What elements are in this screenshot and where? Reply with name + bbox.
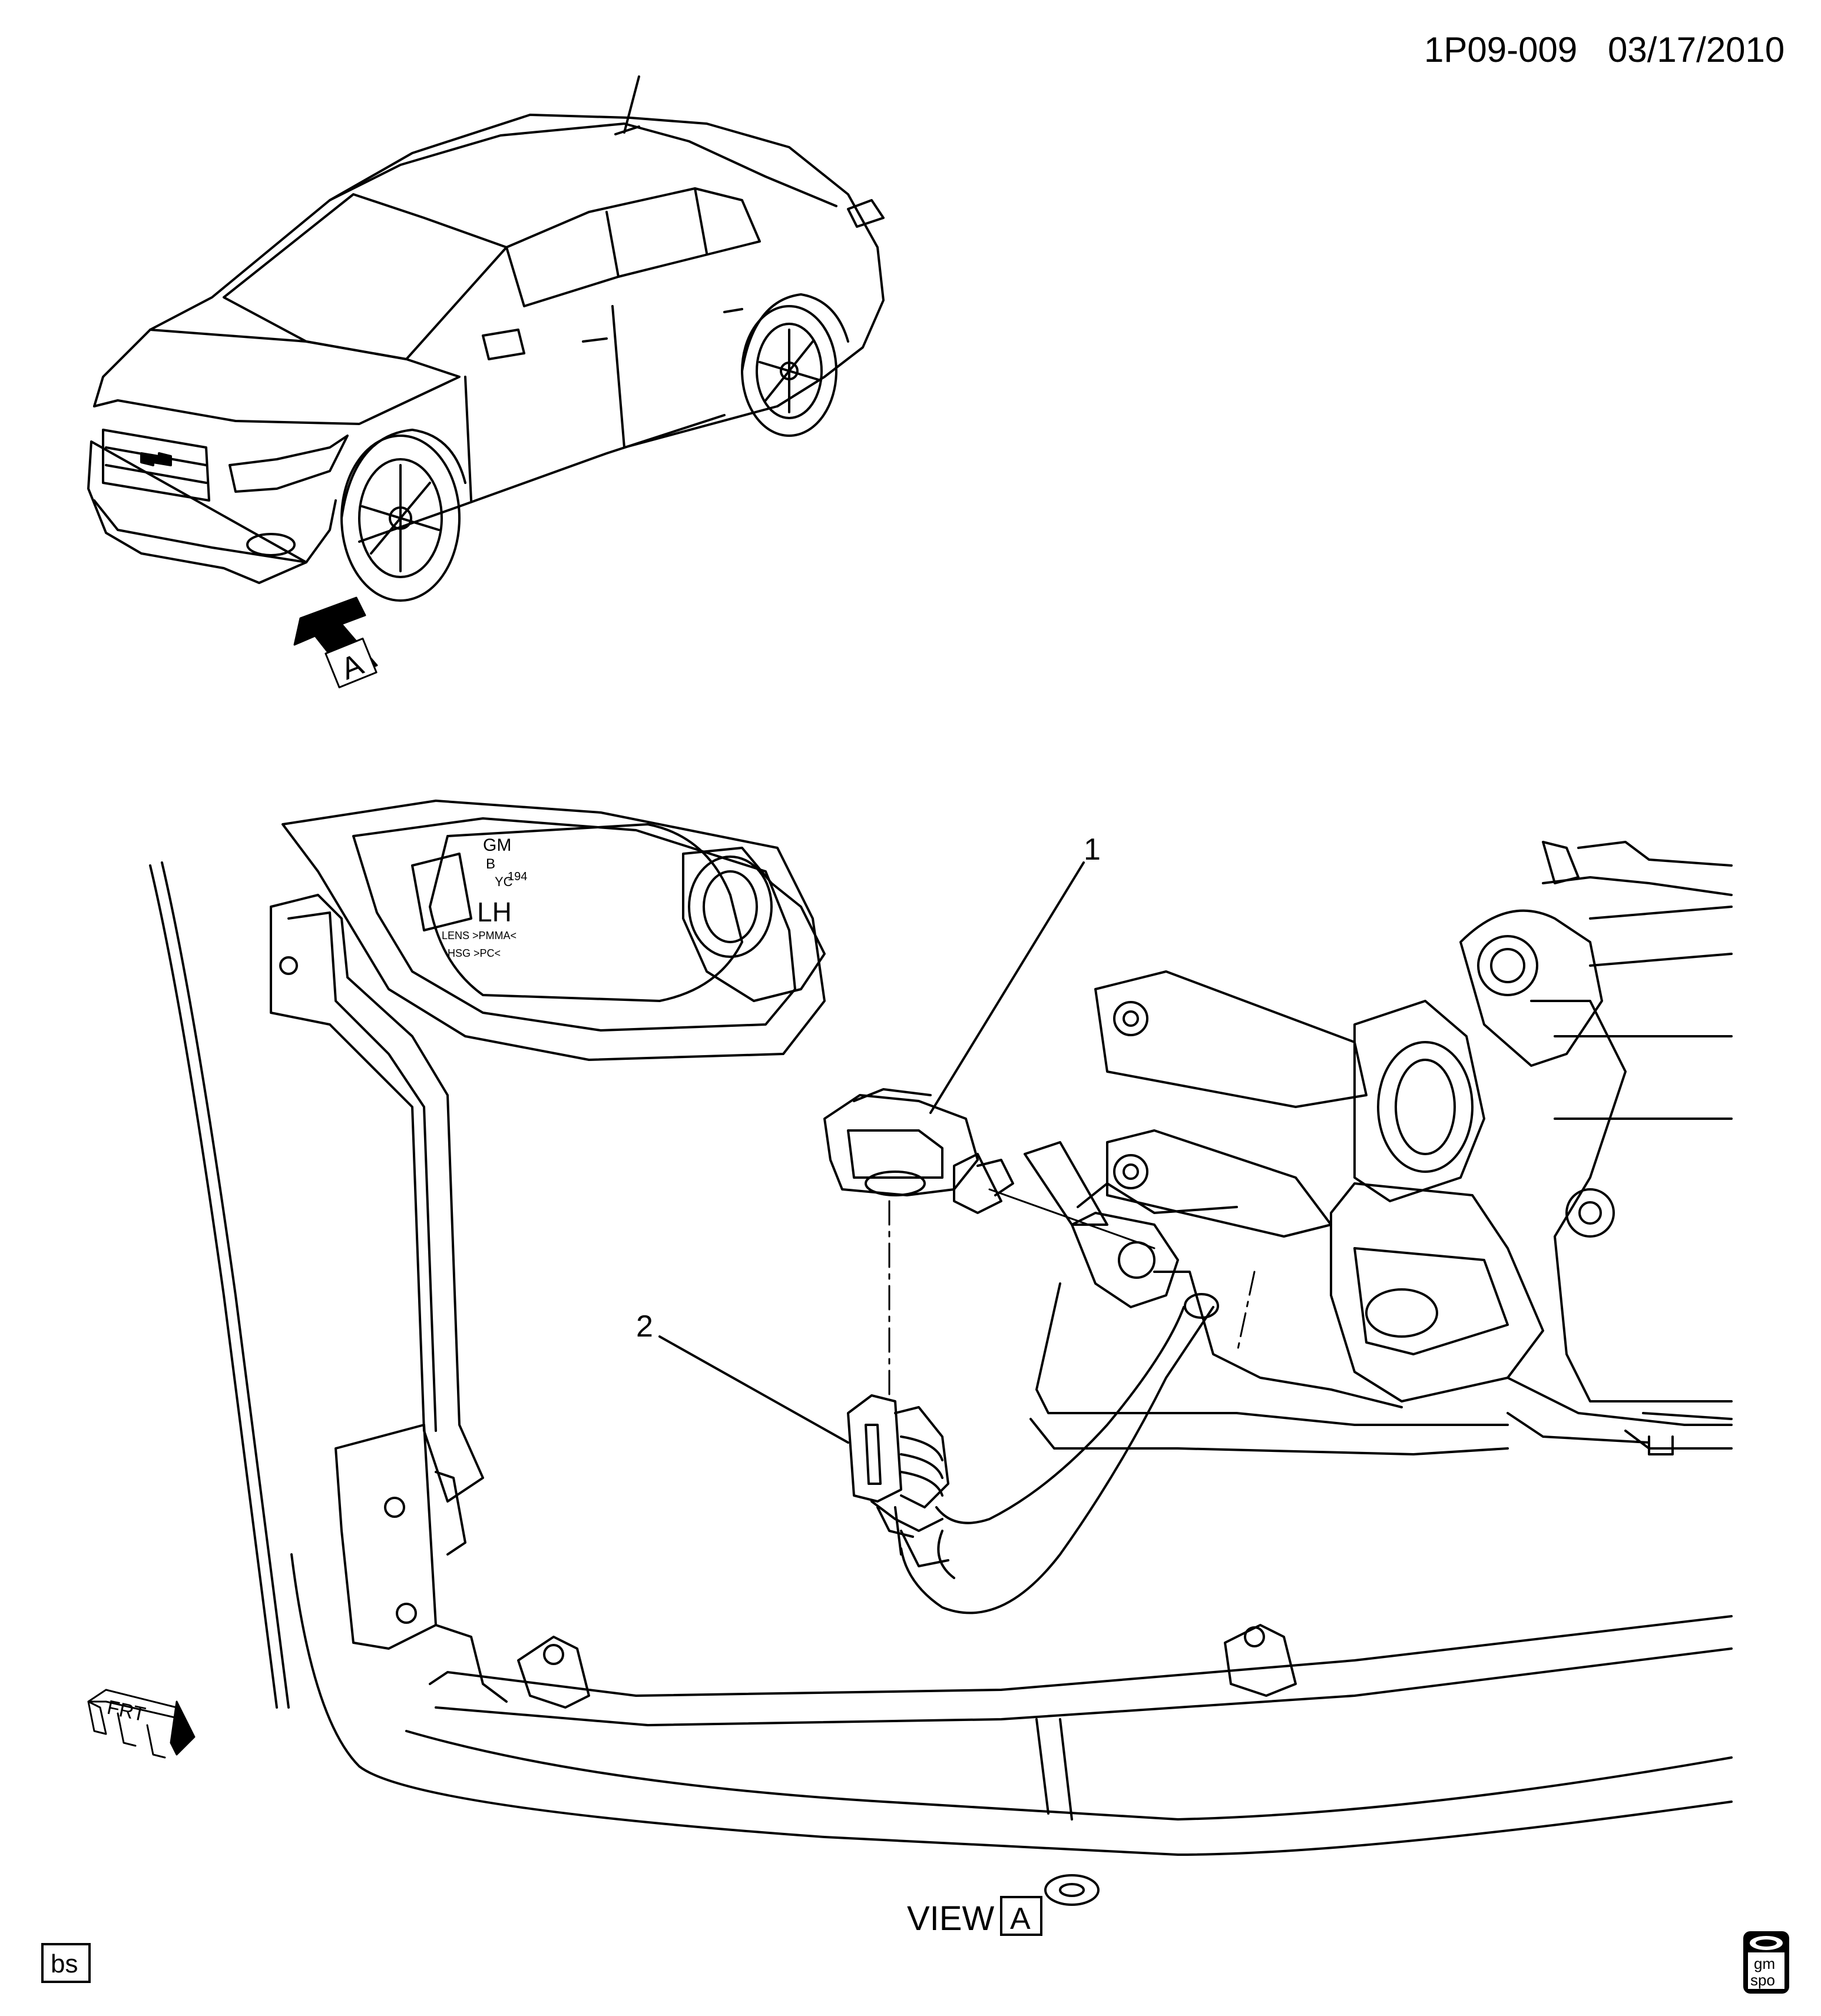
view-caption-text: VIEW bbox=[907, 1899, 994, 1938]
vehicle-hood bbox=[93, 329, 461, 425]
vehicle-bowtie bbox=[140, 452, 172, 466]
diagram-header: 1P09-009 03/17/2010 bbox=[1424, 30, 1784, 69]
vehicle-mirror bbox=[482, 329, 525, 360]
fascia-outer-edge bbox=[149, 864, 278, 1709]
lamp-mark-lh: LH bbox=[477, 897, 512, 927]
view-caption: VIEW A bbox=[907, 1896, 1042, 1938]
vehicle-rear-wheel bbox=[741, 293, 849, 437]
view-caption-letter: A bbox=[1010, 1902, 1031, 1936]
frt-direction-marker bbox=[87, 1689, 196, 1759]
lamp-mark-b: B bbox=[486, 856, 495, 872]
harness-conduit bbox=[900, 1306, 1214, 1614]
center-support bbox=[1071, 1212, 1179, 1308]
drafter-initials: bs bbox=[51, 1949, 78, 1978]
lamp-mark-lens: LENS >PMMA< bbox=[442, 930, 516, 941]
lamp-mark-194: 194 bbox=[508, 870, 527, 883]
logo-text-gm: gm bbox=[1754, 1955, 1775, 1972]
vehicle-roof bbox=[329, 122, 837, 207]
wiring-harness bbox=[894, 1293, 1219, 1614]
lamp-mark-gm: GM bbox=[483, 835, 511, 855]
callout-2: 2 bbox=[636, 1309, 653, 1344]
fog-lamp-body bbox=[429, 823, 743, 1002]
lamp-cup bbox=[1330, 1182, 1544, 1402]
diagram-date: 03/17/2010 bbox=[1608, 30, 1784, 69]
vehicle-side-windows bbox=[505, 187, 761, 307]
part-1-connector bbox=[823, 1088, 1014, 1214]
arm-bolt-lower bbox=[1113, 1154, 1148, 1189]
insertion-line bbox=[988, 1188, 1155, 1249]
fog-lamp-housing bbox=[282, 800, 826, 1061]
gm-spo-logo bbox=[1743, 1931, 1789, 1994]
bracket-bolt-mid bbox=[384, 1497, 405, 1518]
view-a-arrow bbox=[293, 596, 378, 688]
callout-1: 1 bbox=[1084, 833, 1101, 867]
fascia-bracket bbox=[270, 894, 508, 1703]
bracket-bolt-lower bbox=[396, 1603, 417, 1624]
view-caption-box bbox=[1000, 1896, 1042, 1936]
logo-text-spo: spo bbox=[1750, 1971, 1775, 1989]
fascia-valance bbox=[435, 1647, 1733, 1726]
vehicle-door-handles bbox=[582, 308, 743, 343]
vehicle-grille bbox=[102, 429, 210, 502]
fascia-lower-edge bbox=[290, 1553, 1733, 1856]
fog-lamp-socket bbox=[682, 847, 826, 1002]
vehicle-doors bbox=[464, 305, 779, 502]
bulb-socket bbox=[1353, 1000, 1485, 1202]
arm-bolt-upper bbox=[1113, 1001, 1148, 1036]
upper-mount-boss bbox=[1477, 935, 1538, 996]
view-a-marker-box bbox=[325, 638, 378, 688]
fog-lamp-markings: GM B 194 YC LH LENS >PMMA< HSG >PC< bbox=[442, 835, 527, 959]
footer: bs gm spo bbox=[41, 1931, 1789, 1994]
drafter-box bbox=[41, 1943, 91, 1983]
upper-pin bbox=[1542, 841, 1580, 884]
detail-view: GM B 194 YC LH LENS >PMMA< HSG >PC< bbox=[87, 800, 1733, 1906]
headlamp-structure bbox=[1024, 841, 1733, 1455]
lower-mount-boss bbox=[1565, 1188, 1615, 1238]
tow-hook-cover bbox=[1044, 1874, 1100, 1906]
frt-arrow-icon bbox=[170, 1700, 196, 1756]
fascia-inner-edge bbox=[161, 861, 290, 1709]
diagram-id: 1P09-009 bbox=[1424, 30, 1577, 69]
fascia-lower-lip bbox=[405, 1730, 1733, 1821]
lower-mount-tabs bbox=[517, 1624, 1297, 1906]
bracket-bolt-upper bbox=[279, 956, 298, 975]
alignment-lines bbox=[888, 1200, 1256, 1402]
vehicle-windshield bbox=[223, 193, 508, 360]
lamp-mark-yc: YC bbox=[495, 874, 513, 889]
lamp-mark-hsg: HSG >PC< bbox=[448, 947, 501, 959]
vehicle-fog-lamp bbox=[246, 533, 296, 556]
part-2-plug bbox=[847, 1394, 949, 1538]
vehicle-tail-light bbox=[847, 199, 885, 228]
vehicle-overview bbox=[87, 75, 885, 688]
vehicle-front-wheel bbox=[340, 429, 466, 602]
leader-2 bbox=[658, 1335, 849, 1444]
leader-1 bbox=[929, 861, 1085, 1114]
upper-arm bbox=[1094, 970, 1368, 1108]
vehicle-headlight bbox=[229, 435, 349, 493]
